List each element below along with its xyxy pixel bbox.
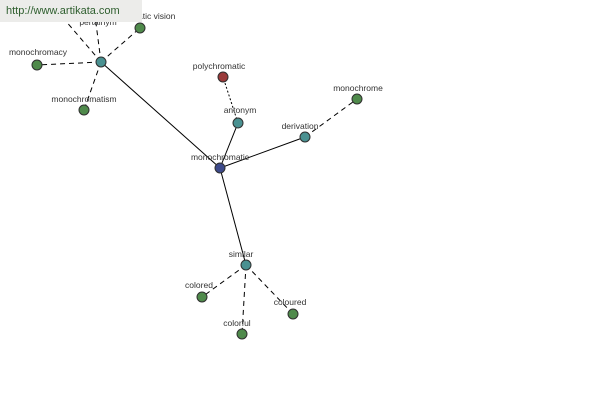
label-polychromatic[interactable]: polychromatic [193,61,246,71]
label-derivation[interactable]: derivation [282,121,319,131]
node-colorful[interactable] [236,328,248,340]
graph-edges [36,7,358,335]
node-coloured[interactable] [287,308,299,320]
node-monochrome[interactable] [351,93,363,105]
site-url-banner[interactable]: http://www.artikata.com [0,0,142,22]
graph-nodes [31,22,363,340]
label-coloured[interactable]: coloured [274,297,307,307]
label-antonym[interactable]: antonym [224,105,257,115]
node-polychromatic[interactable] [217,71,229,83]
edge-similar-colorful [241,264,247,335]
edge-similar-colored [201,264,247,298]
edge-center-derivation [219,136,306,169]
node-monochromatism[interactable] [78,104,90,116]
node-monochromatic[interactable] [214,162,226,174]
label-similar[interactable]: similar [229,249,254,259]
label-monochromatism[interactable]: monochromatism [51,94,116,104]
node-derivation[interactable] [299,131,311,143]
edge-derivation-monochrome [304,98,358,138]
node-pertainym[interactable] [95,56,107,68]
label-monochromacy[interactable]: monochromacy [9,47,68,57]
edge-antonym-polychromatic [222,76,239,124]
edge-center-antonym [219,122,239,169]
label-colorful[interactable]: colorful [223,318,251,328]
site-url-link[interactable]: http://www.artikata.com [6,5,120,17]
graph-labels: monochromatic pertainym antonym derivati… [9,11,383,328]
label-monochromatic-vision[interactable]: atic vision [138,11,176,21]
label-monochrome[interactable]: monochrome [333,83,383,93]
node-antonym[interactable] [232,117,244,129]
label-monochromatic[interactable]: monochromatic [191,152,250,162]
node-monochromacy[interactable] [31,59,43,71]
node-monochromatic-vision[interactable] [134,22,146,34]
node-colored[interactable] [196,291,208,303]
edge-similar-coloured [245,264,294,315]
edge-pertainym-monochromacy [36,61,102,66]
edge-pertainym-vision [100,27,141,63]
label-colored[interactable]: colored [185,280,213,290]
edge-center-similar [219,167,247,266]
label-pertainym[interactable]: pertainym [79,17,116,27]
node-similar[interactable] [240,259,252,271]
edge-center-pertainym [100,61,221,169]
